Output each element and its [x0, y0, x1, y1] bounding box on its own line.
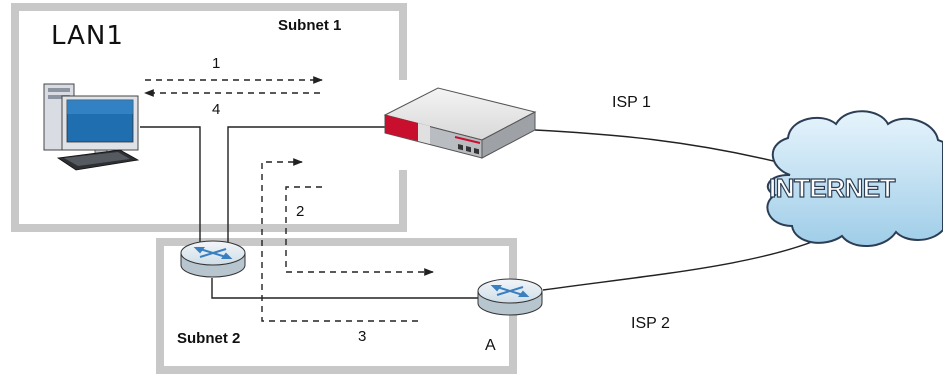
router-a-label: A	[485, 337, 496, 354]
internet-label: INTERNET	[768, 172, 896, 203]
firewall-icon	[383, 87, 537, 159]
internet-cloud-icon	[766, 110, 943, 248]
lan1-label: LAN1	[51, 21, 124, 51]
step-2-label: 2	[296, 203, 305, 220]
pc-icon	[43, 83, 140, 171]
isp-1-label: ISP 1	[612, 94, 651, 111]
isp2-line	[542, 231, 836, 291]
step-4-label: 4	[212, 101, 221, 118]
connection-lines	[140, 126, 836, 299]
router-to-router-a-line	[211, 278, 478, 299]
step-1-label: 1	[212, 55, 221, 72]
router-icon	[180, 240, 246, 278]
arrow-step-2	[285, 186, 434, 276]
router-a-icon	[477, 278, 543, 316]
pc-to-router-line	[140, 126, 201, 248]
router-to-firewall-line	[227, 126, 390, 248]
subnet-1-label: Subnet 1	[278, 17, 342, 34]
step-3-label: 3	[358, 328, 367, 345]
arrow-step-3	[261, 158, 418, 322]
subnet-2-label: Subnet 2	[177, 330, 241, 347]
isp1-line	[534, 129, 791, 166]
traffic-arrows	[144, 76, 434, 322]
isp-2-label: ISP 2	[631, 315, 670, 332]
